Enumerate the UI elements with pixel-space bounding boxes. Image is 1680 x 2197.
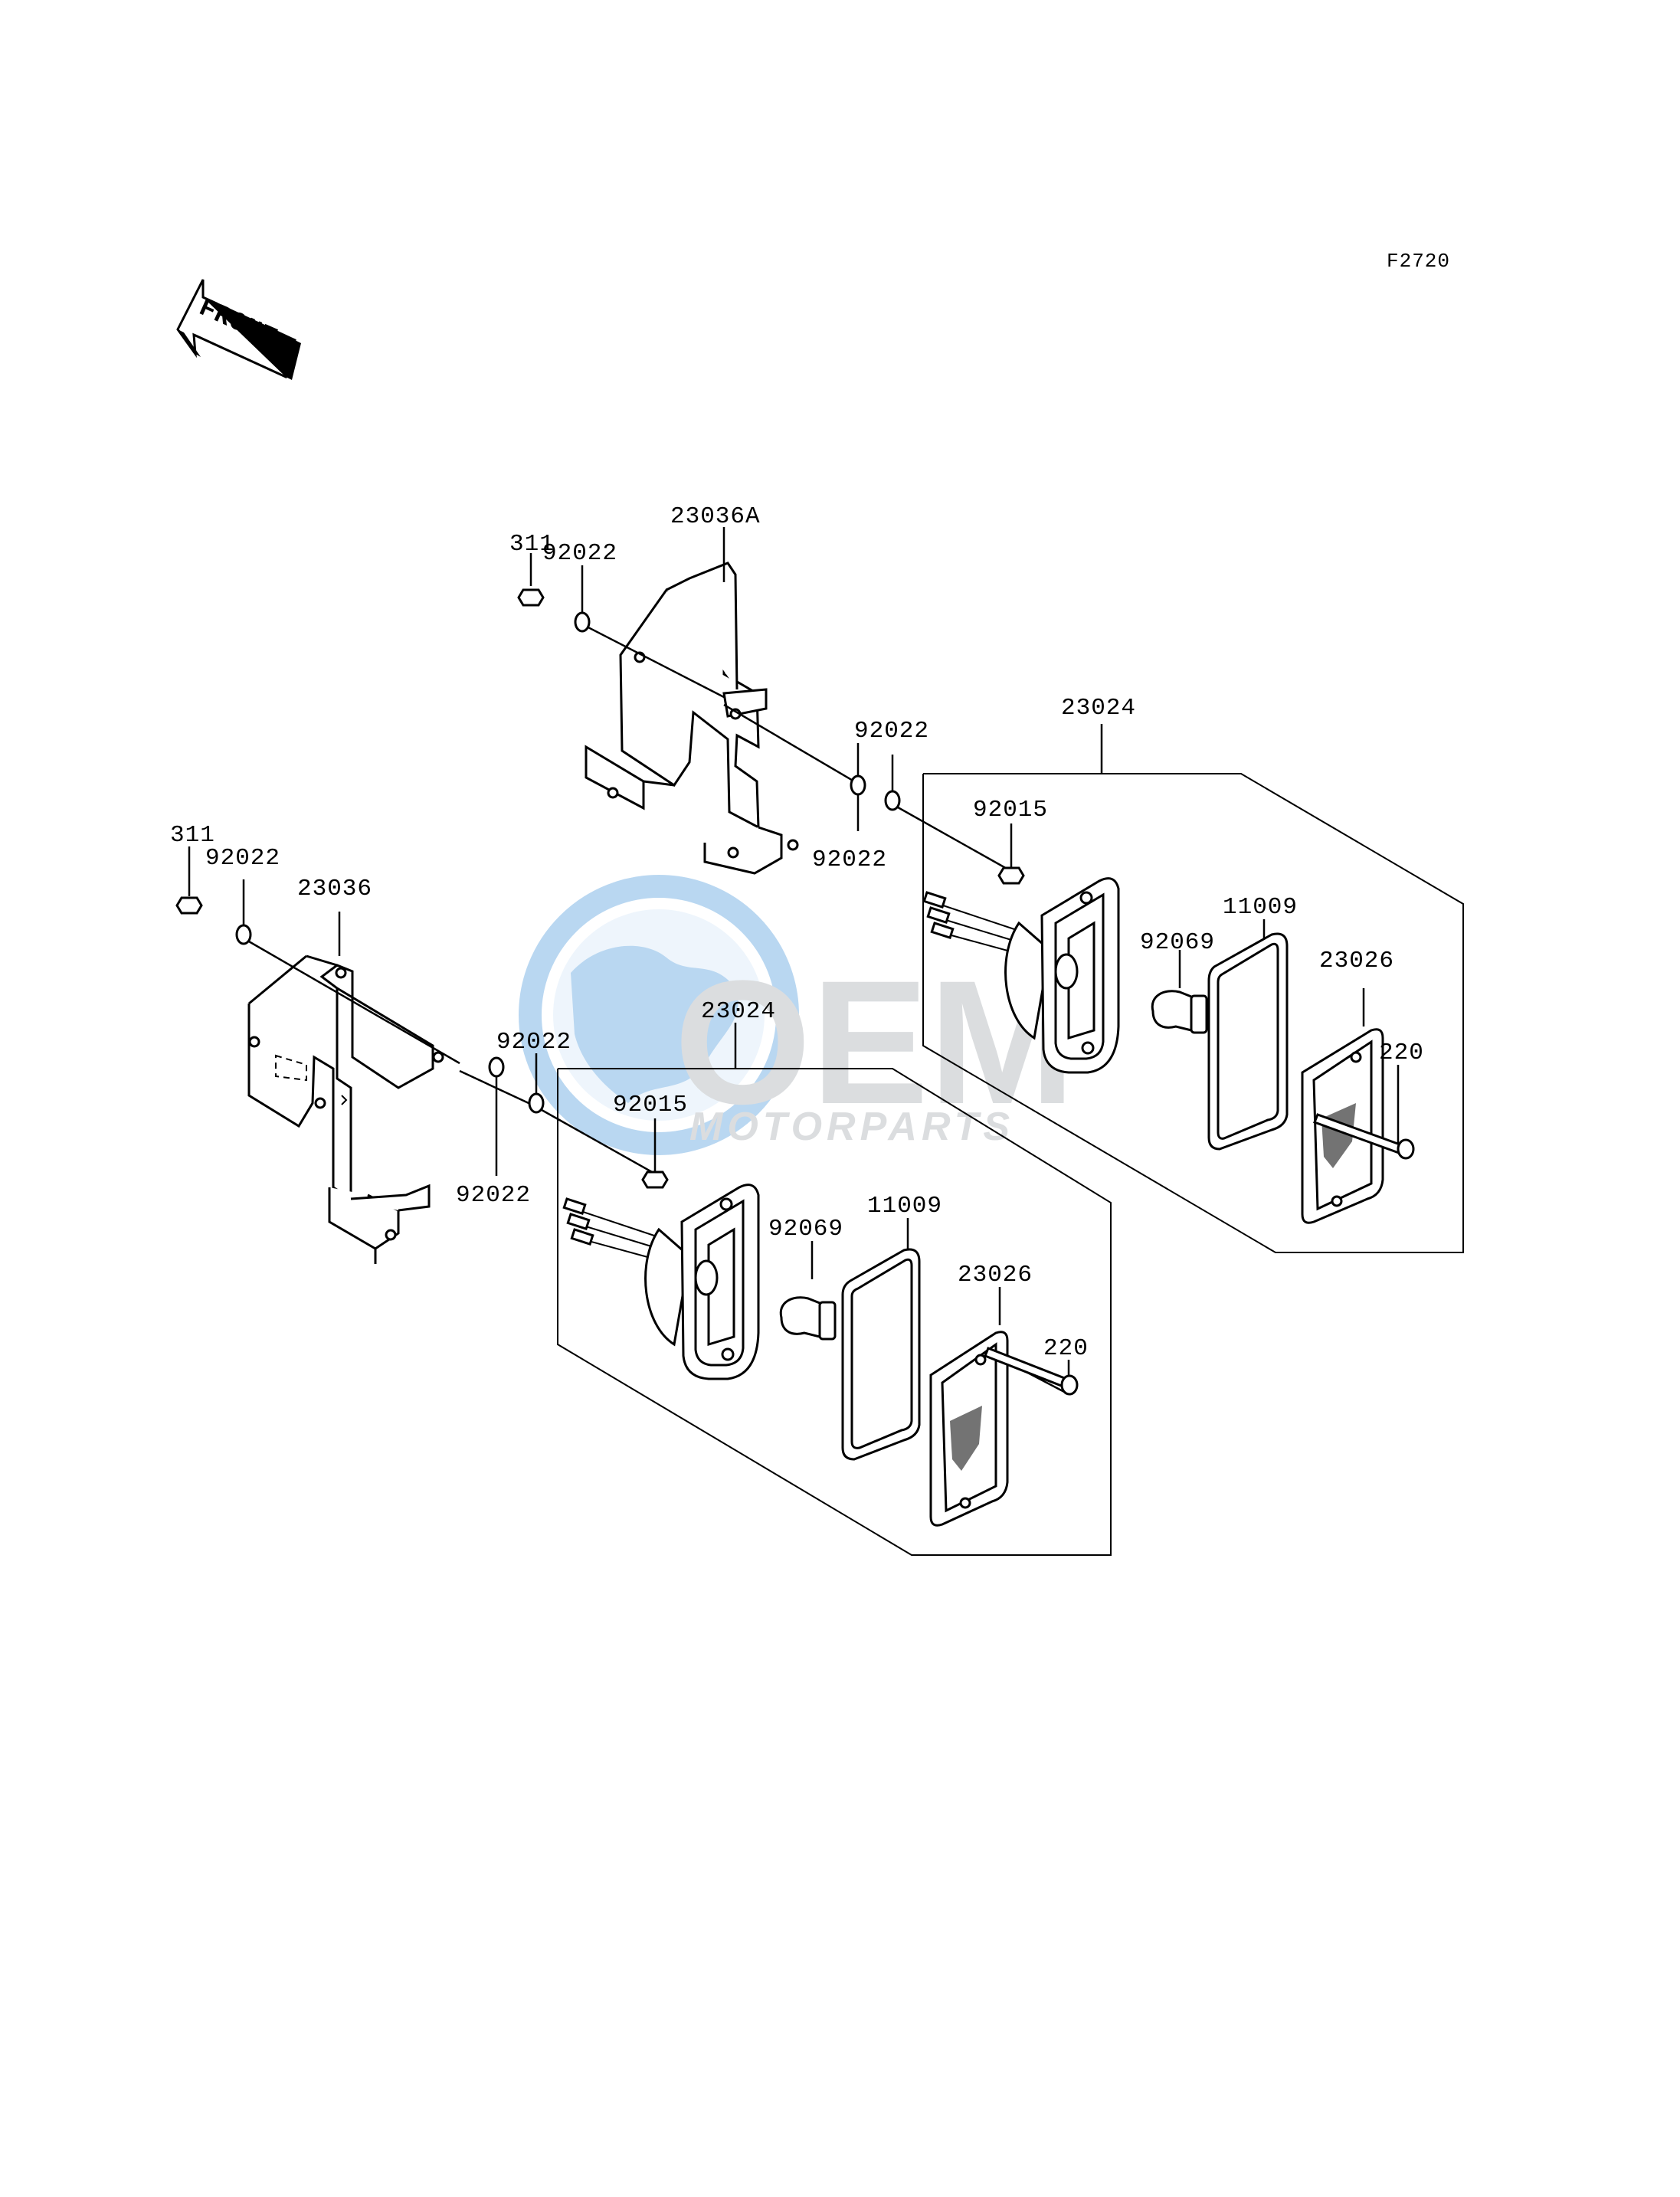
label-23036a: 23036A xyxy=(670,503,761,530)
oem-watermark-logo: OEM MOTORPARTS xyxy=(519,875,1076,1155)
washer-upper-mid-top-icon xyxy=(850,774,866,796)
nut-92015-upper-icon xyxy=(997,866,1025,885)
label-92022-lower-mid-top: 92022 xyxy=(496,1029,571,1056)
front-arrow-icon: FRONT xyxy=(176,279,301,380)
washer-upper-left-icon xyxy=(574,611,591,633)
label-92069-lower: 92069 xyxy=(768,1216,843,1243)
label-92022-lower-left: 92022 xyxy=(205,845,280,872)
label-92022-upper-mid-bottom: 92022 xyxy=(812,846,887,873)
label-92022-upper-left: 92022 xyxy=(542,540,617,567)
label-23026-lower: 23026 xyxy=(958,1262,1033,1288)
label-92015-lower: 92015 xyxy=(613,1092,688,1118)
label-23026-upper: 23026 xyxy=(1319,948,1394,974)
nut-92015-lower-icon xyxy=(641,1171,669,1189)
label-311-lower: 311 xyxy=(170,822,215,849)
lamp-lower-assembly xyxy=(562,1184,1079,1527)
label-92022-upper-mid-top: 92022 xyxy=(854,718,929,745)
label-311-upper: 311 xyxy=(509,531,555,558)
hardware-parts xyxy=(175,588,1025,1189)
watermark-sub: MOTORPARTS xyxy=(689,1105,1014,1149)
washer-upper-mid-bottom-icon xyxy=(884,790,901,811)
washer-lower-mid-bottom-icon xyxy=(528,1092,545,1114)
label-11009-upper: 11009 xyxy=(1223,894,1298,921)
lamp-upper-assembly xyxy=(922,877,1415,1224)
label-23024-upper: 23024 xyxy=(1061,695,1136,722)
nut-311-lower-icon xyxy=(175,896,203,915)
label-92069-upper: 92069 xyxy=(1140,929,1215,956)
label-11009-lower: 11009 xyxy=(867,1193,942,1220)
label-92015-upper: 92015 xyxy=(973,797,1048,823)
leader-lines xyxy=(188,527,1400,1396)
lamp-upper-frame xyxy=(922,773,1464,1253)
washer-lower-left-icon xyxy=(235,924,252,945)
nut-311-upper-icon xyxy=(517,588,545,607)
washer-lower-mid-top-icon xyxy=(488,1056,505,1078)
label-23036: 23036 xyxy=(297,876,372,902)
label-23024-lower: 23024 xyxy=(701,998,776,1025)
label-220-lower: 220 xyxy=(1043,1335,1089,1362)
label-92022-lower-mid-bottom: 92022 xyxy=(456,1182,531,1209)
lamp-lower-frame xyxy=(557,1068,1112,1556)
bracket-23036 xyxy=(247,954,444,1264)
label-220-upper: 220 xyxy=(1379,1040,1424,1066)
figure-code: F2720 xyxy=(1387,250,1450,273)
bracket-23036a xyxy=(585,562,799,875)
